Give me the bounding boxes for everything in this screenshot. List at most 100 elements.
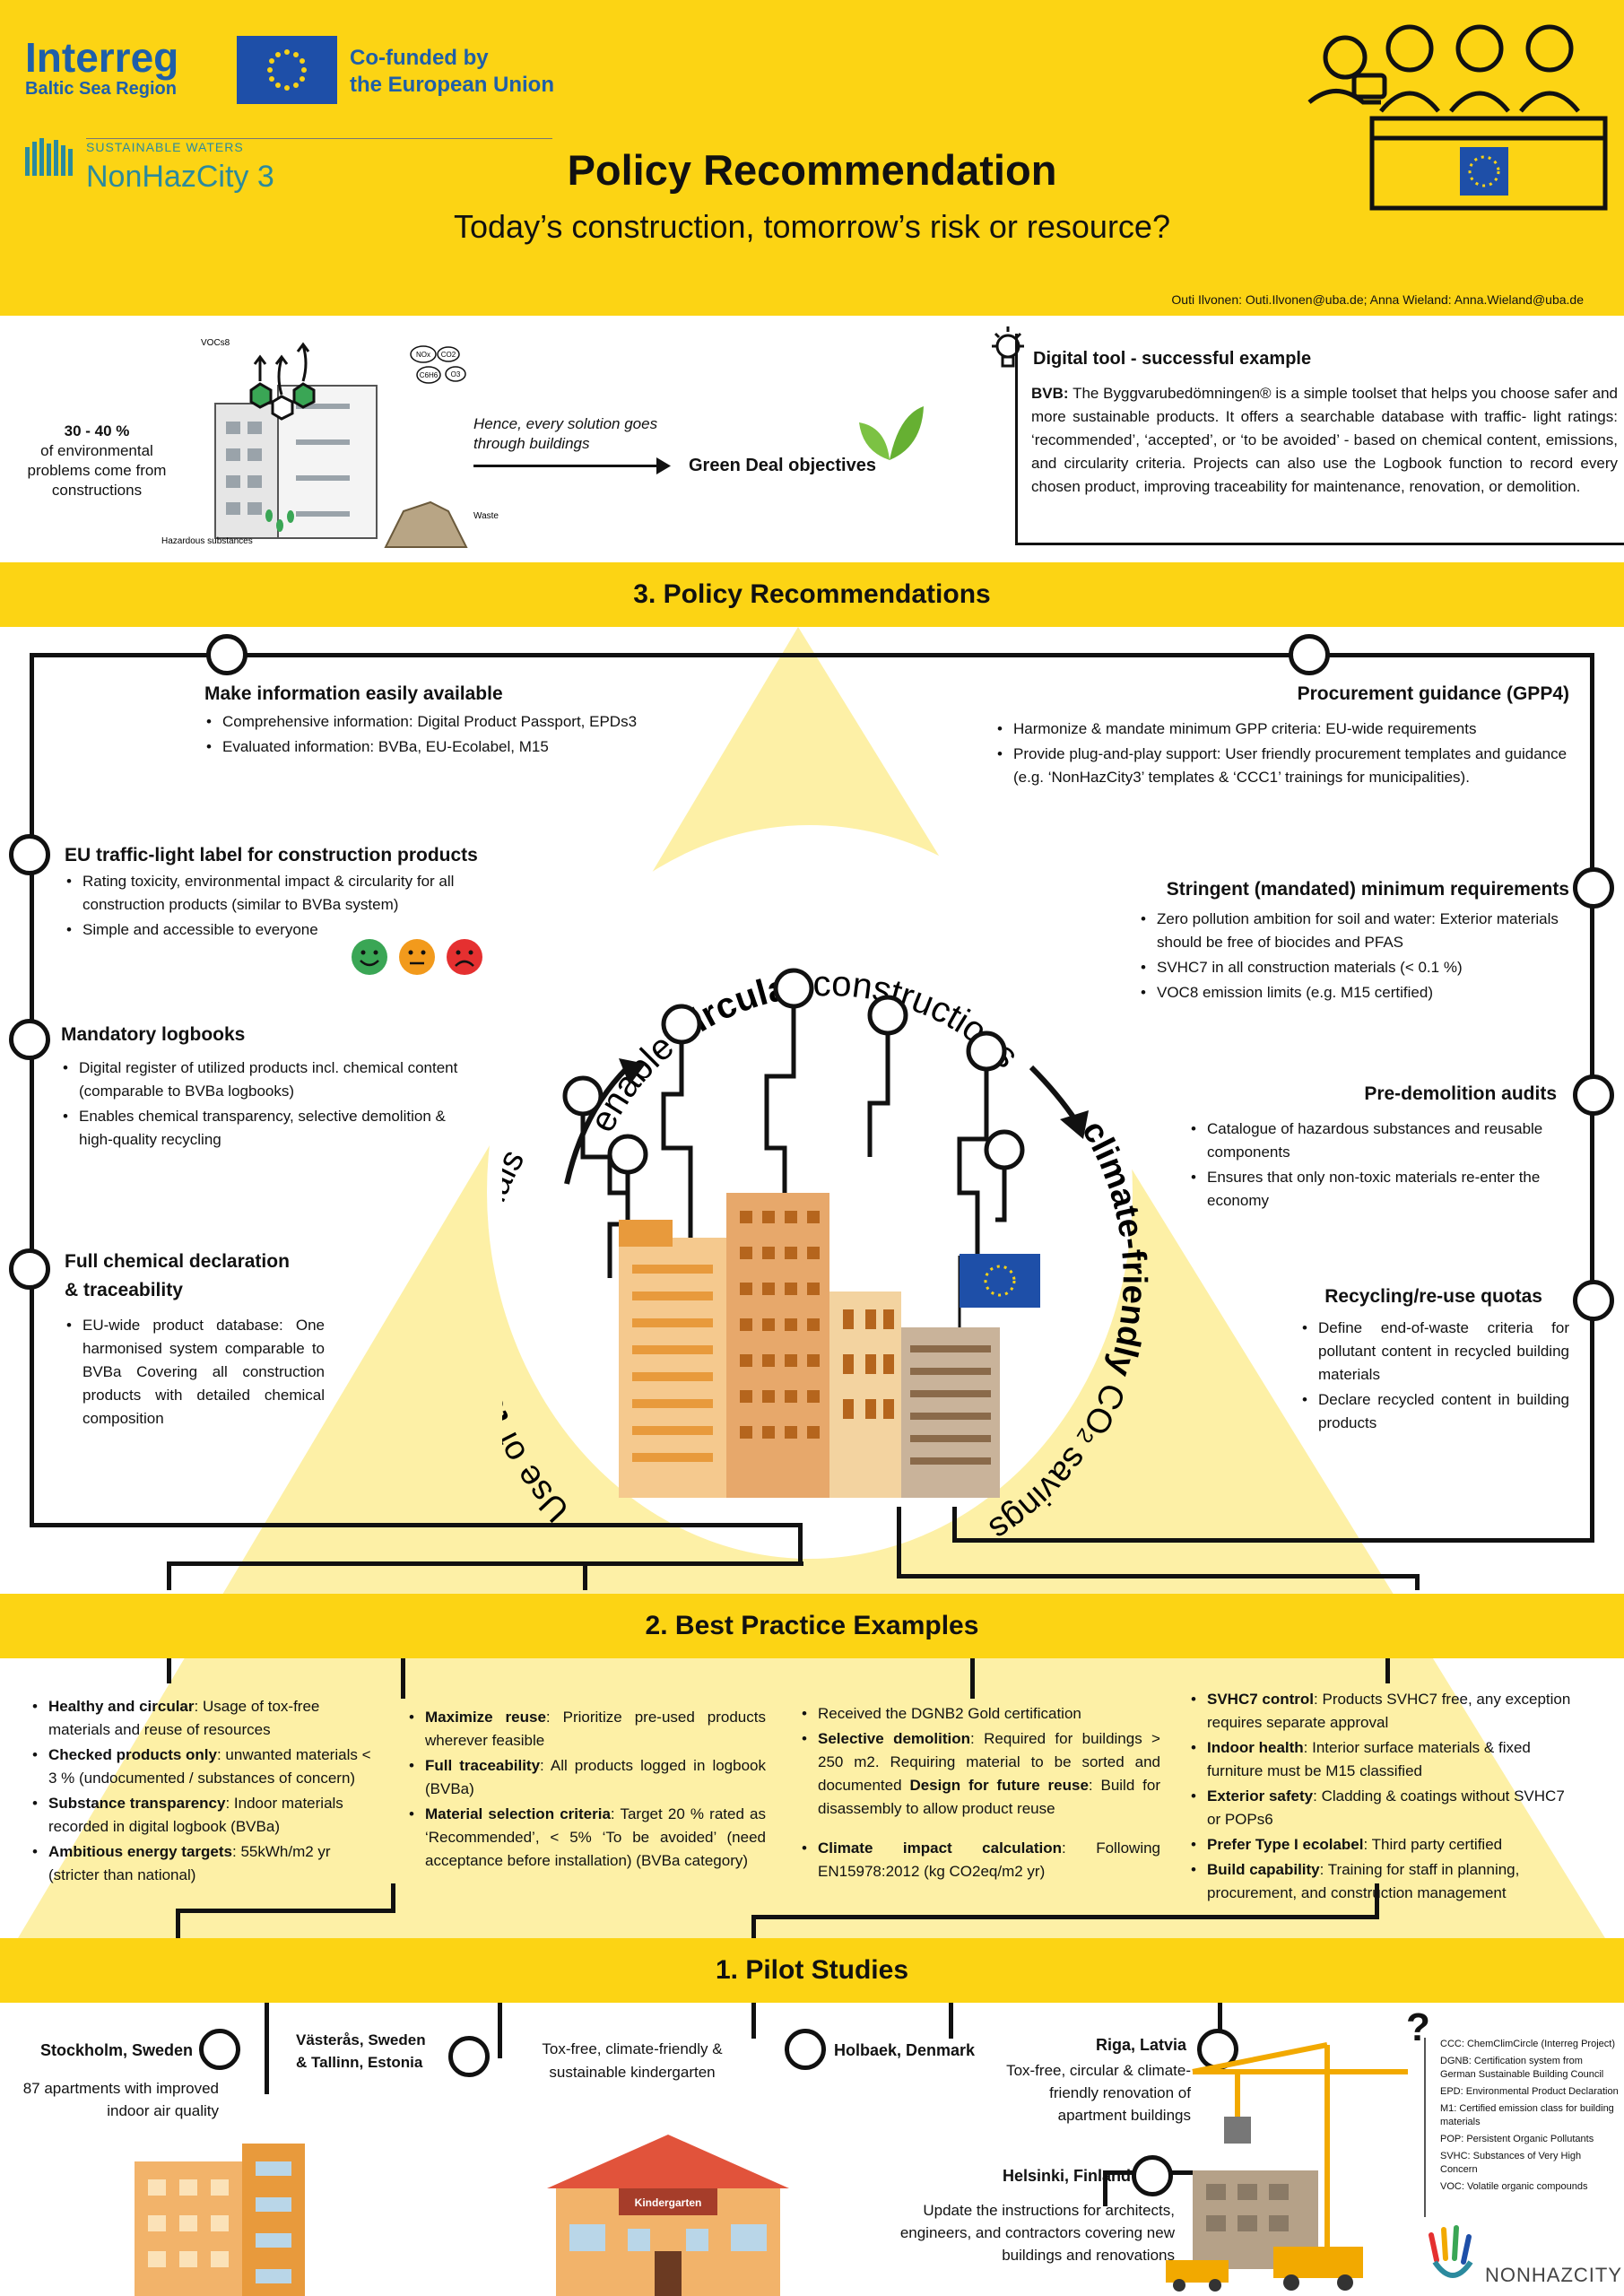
glossary-item: CCC: ChemClimCircle (Interreg Project) [1440, 2039, 1615, 2049]
cofunded-line-1: Co-funded by [350, 46, 489, 70]
bp-item: Checked products only: unwanted material… [30, 1744, 380, 1790]
connector-bp-right-up [897, 1507, 901, 1578]
pilot-node-vasteras [448, 2036, 490, 2077]
policy-procurement: Procurement guidance (GPP4) Harmonize & … [995, 682, 1569, 791]
policy-declaration-item: EU-wide product database: One harmonised… [65, 1314, 325, 1431]
interreg-logo: Interreg Baltic Sea Region [25, 36, 213, 100]
policy-traffic-title: EU traffic-light label for construction … [65, 845, 478, 865]
pilot-riga: Riga, Latvia [1096, 2036, 1187, 2054]
stat-text: of environmental problems come from cons… [27, 442, 167, 499]
digital-tool-title: Digital tool - successful example [1033, 349, 1312, 369]
node-logbook [9, 1019, 50, 1060]
circle-left-1: Use of [502, 1417, 577, 1529]
eu-flag-building [960, 1254, 1040, 1308]
policy-recycling-item: Define end-of-waste criteria for polluta… [1300, 1317, 1569, 1387]
bvb-description: The Byggvarubedömningen® is a simple too… [1031, 385, 1618, 495]
hazardous-label: Hazardous substances [161, 536, 253, 546]
policy-declaration-title-1: Full chemical declaration [65, 1251, 290, 1272]
digital-tool-text: BVB: The Byggvarubedömningen® is a simpl… [1031, 382, 1618, 499]
pilot-helsinki-text: Update the instructions for architects, … [899, 2202, 1175, 2264]
smiley-green-icon [352, 939, 387, 975]
nonhazcity3: NonHazCity 3 [86, 160, 274, 194]
nonhazcity-hand-logo-icon [1429, 2225, 1473, 2278]
glossary-border-left [1424, 2038, 1426, 2217]
policy-audits-item: Ensures that only non-toxic materials re… [1189, 1166, 1557, 1213]
bvb-label: BVB: [1031, 385, 1069, 402]
frame-bottom-left [30, 1523, 801, 1527]
policy-info-item: Evaluated information: BVBa, EU-Ecolabel… [204, 735, 707, 759]
frame-drop-left [798, 1523, 803, 1566]
pilot-stem-1 [265, 2003, 269, 2094]
policy-recycling-title: Recycling/re-use quotas [1324, 1286, 1542, 1307]
circular-diagram: enable circular constructions Use of tox… [502, 964, 1153, 1548]
smiley-red-icon [447, 939, 482, 975]
glossary-item: POP: Persistent Organic Pollutants [1440, 2134, 1594, 2144]
header-divider [86, 138, 552, 139]
pilot-vasteras-2: & Tallinn, Estonia [296, 2054, 423, 2071]
pilot-vasteras-1: Västerås, Sweden [296, 2031, 426, 2048]
circle-left-text: Use of tox-free materials [502, 1144, 577, 1529]
pilot-helsinki: Helsinki, Finland [1003, 2167, 1132, 2185]
policy-requirements-item: Zero pollution ambition for soil and wat… [1139, 908, 1569, 954]
circle-left-3: materials [502, 1144, 532, 1299]
bp-item: Indoor health: Interior surface material… [1189, 1736, 1575, 1783]
policy-audits-title: Pre-demolition audits [1364, 1083, 1557, 1104]
bp-bottom-right-drop [751, 1915, 756, 1944]
policy-logbook-item: Enables chemical transparency, selective… [61, 1105, 465, 1152]
policy-procurement-item: Provide plug-and-play support: User frie… [995, 743, 1569, 789]
kindergarten-sign: Kindergarten [635, 2196, 702, 2209]
circle-right-3: savings [983, 1432, 1101, 1548]
glossary-item: SVHC: Substances of Very High Concern [1440, 2151, 1582, 2175]
glossary-item: EPD: Environmental Product Declaration [1440, 2086, 1619, 2097]
node-procurement [1289, 634, 1330, 675]
building-illustration: NOx O3 CO2 C6H6 VOCs8 Waste Hazardous su… [161, 338, 499, 548]
arc-arrow-left-icon [619, 1058, 646, 1085]
pilot-node-stockholm [199, 2029, 240, 2070]
cofunded-line-2: the European Union [350, 73, 554, 97]
hence-text: Hence, every solution goes through build… [473, 415, 658, 452]
node-declaration [9, 1248, 50, 1290]
connector-bp-left [167, 1561, 803, 1566]
circle-left-2: tox-free [502, 1299, 517, 1432]
pilot-stem-3 [751, 2003, 756, 2039]
interreg-wordmark: Interreg [25, 34, 179, 81]
node-audits [1573, 1074, 1614, 1116]
digital-tool-box [1015, 334, 1624, 545]
frame-left [30, 653, 34, 1527]
arrow-head-icon [656, 457, 671, 474]
bp-item: Healthy and circular: Usage of tox-free … [30, 1695, 380, 1742]
policy-procurement-item: Harmonize & mandate minimum GPP criteria… [995, 718, 1569, 741]
bp-item: Climate impact calculation: Following EN… [800, 1837, 1160, 1883]
pilot-stem-2 [498, 2003, 502, 2058]
node-recycling [1573, 1280, 1614, 1321]
bp-item: Exterior safety: Cladding & coatings wit… [1189, 1785, 1575, 1831]
glossary-item: M1: Certified emission class for buildin… [1440, 2103, 1614, 2127]
eu-flag [237, 36, 337, 104]
policy-recycling-item: Declare recycled content in building pro… [1300, 1388, 1569, 1435]
policy-logbook: Mandatory logbooks Digital register of u… [61, 1022, 465, 1153]
frame-drop-right [952, 1507, 957, 1543]
page-title: Policy Recommendation [567, 146, 1057, 194]
glossary-item: DGNB: Certification system from German S… [1440, 2056, 1604, 2080]
bp-item: Selective demolition: Required for build… [800, 1727, 1160, 1821]
bp-column-2: Maximize reuse: Prioritize pre-used prod… [407, 1706, 766, 1874]
bp-item: Received the DGNB2 Gold certification [800, 1702, 1160, 1726]
section-best-title: 2. Best Practice Examples [645, 1611, 979, 1640]
pilot-stem-helsinki [1103, 2170, 1107, 2206]
policy-traffic: EU traffic-light label for construction … [65, 843, 495, 944]
apartment-building-illustration [135, 2144, 305, 2296]
connector-bp-left-drop [167, 1561, 171, 1590]
bp-stem-1 [167, 1658, 171, 1683]
page-subtitle: Today’s construction, tomorrow’s risk or… [454, 208, 1170, 245]
policy-info-item: Comprehensive information: Digital Produ… [204, 710, 707, 734]
bp-item: Build capability: Training for staff in … [1189, 1858, 1575, 1905]
bp-bottom-right-up [1375, 1883, 1379, 1919]
bp-item: Full traceability: All products logged i… [407, 1754, 766, 1801]
bp-item: Ambitious energy targets: 55kWh/m2 yr (s… [30, 1840, 380, 1887]
bp-stem-4 [1385, 1658, 1390, 1683]
pilot-stockholm-text: 87 apartments with improved indoor air q… [22, 2080, 219, 2119]
pilot-holbaek: Holbaek, Denmark [834, 2041, 976, 2059]
policy-requirements-item: SVHC7 in all construction materials (< 0… [1139, 956, 1569, 979]
policy-info-title: Make information easily available [204, 683, 503, 704]
policy-requirements: Stringent (mandated) minimum requirement… [1139, 877, 1569, 1006]
